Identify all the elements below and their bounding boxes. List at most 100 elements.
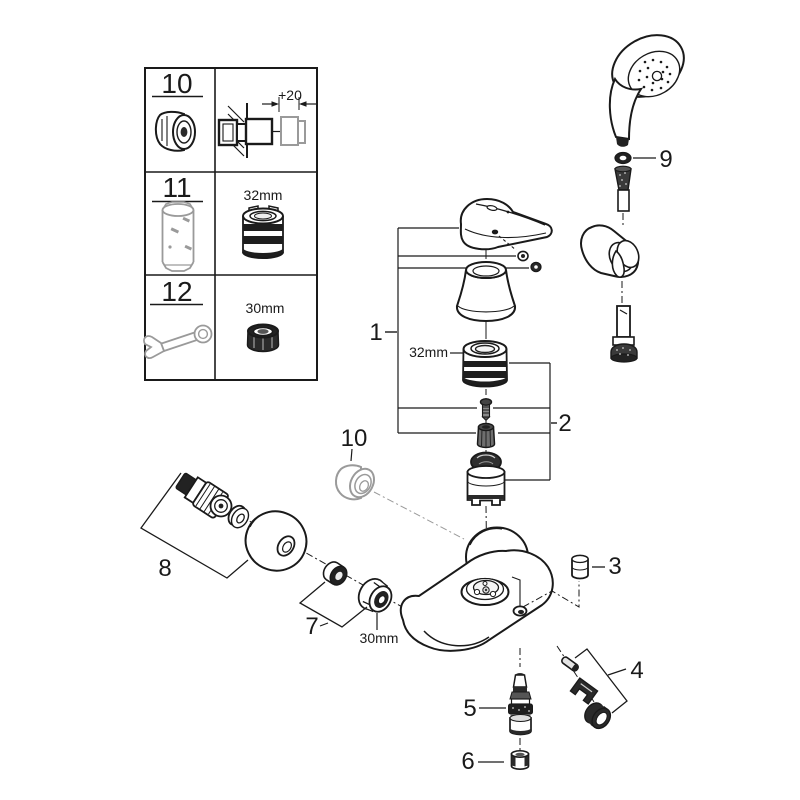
grub-screw-socket xyxy=(521,254,525,258)
cartridge-base-band xyxy=(468,495,504,499)
cap-ring-32mm xyxy=(462,340,508,388)
fitting-tube xyxy=(244,117,274,146)
diverter-base-band xyxy=(510,728,531,735)
diverter-port-bore xyxy=(518,609,524,615)
inlet-parts-chain: 30mm 8 7 xyxy=(140,472,453,646)
callout-10: 10 xyxy=(341,425,368,452)
screw-head xyxy=(479,398,493,406)
body-escutcheon-rim xyxy=(469,527,503,546)
adapter-bore xyxy=(358,480,370,492)
tool-slot xyxy=(170,227,180,234)
nut-bore xyxy=(377,595,386,605)
diverter-body-top xyxy=(509,713,532,723)
union-adapter-icon xyxy=(154,110,196,152)
hose-nut-bottom xyxy=(610,353,638,363)
set-screw-hole xyxy=(491,229,499,235)
spray-face-cap xyxy=(651,70,663,82)
wrench-icon xyxy=(143,324,213,359)
plug-mid-line xyxy=(571,566,589,571)
bracket-4 xyxy=(574,648,628,714)
fitting-collar xyxy=(236,123,247,142)
hand-shower-set: 9 xyxy=(580,34,685,363)
wrench-ring-hole xyxy=(197,328,209,340)
hose-seal-washer-hole xyxy=(619,155,627,161)
axis-line xyxy=(373,491,465,540)
s-union-bore xyxy=(218,503,224,509)
bracket-1 xyxy=(385,227,529,434)
callout-1: 1 xyxy=(369,319,382,346)
diverter-collar xyxy=(513,687,527,692)
handle-assembly: 32mm xyxy=(409,197,553,586)
socket-bottom-edge xyxy=(242,251,284,259)
diverter-cone xyxy=(509,691,532,700)
diverter-knurl xyxy=(508,703,533,715)
socket-bore xyxy=(254,212,272,220)
socket-band xyxy=(243,224,283,231)
holder-hook xyxy=(611,249,625,278)
nut-size-label: 30mm xyxy=(246,300,285,316)
bushing-part: 6 xyxy=(461,748,530,775)
socket-band xyxy=(243,236,283,244)
callout-7: 7 xyxy=(305,613,318,640)
bracket-2 xyxy=(493,362,557,481)
body-step-edge xyxy=(511,576,521,606)
bracket-8 xyxy=(140,472,249,579)
bushing-body xyxy=(510,753,530,771)
diverter-part: 5 xyxy=(463,648,533,750)
tool-hole xyxy=(168,245,172,249)
dome-top-inner xyxy=(472,265,500,277)
axis-line xyxy=(522,581,580,608)
adapter-bore xyxy=(180,127,188,137)
callout-9: 9 xyxy=(659,146,672,173)
union-nut-size-label: 30mm xyxy=(360,630,399,646)
legend-ref-12: 12 xyxy=(161,276,192,307)
callout-10-leader xyxy=(350,448,353,462)
bushing-shade-left xyxy=(511,756,516,767)
spray-nozzle-dots xyxy=(637,58,672,92)
socket-bottom-band xyxy=(243,248,283,258)
tool-bottom xyxy=(161,261,195,272)
nut-facet-lines xyxy=(362,579,389,613)
bracket-7 xyxy=(298,581,368,628)
washer xyxy=(227,504,250,529)
legend-row-12: 12 30mm xyxy=(143,276,285,359)
wall-escutcheon xyxy=(244,510,308,572)
screw-leader-line xyxy=(498,235,517,251)
diverter-knurl-dots xyxy=(512,706,530,712)
nut-bore xyxy=(482,425,490,429)
callout-8: 8 xyxy=(158,555,171,582)
s-union-threads xyxy=(195,483,224,515)
diverter-stem xyxy=(512,674,528,688)
hose-cone-connector xyxy=(614,165,632,191)
dome-bottom-rim xyxy=(457,305,515,313)
handle-dot xyxy=(506,210,510,214)
plug-part: 3 xyxy=(522,553,622,608)
cartridge-band xyxy=(467,480,505,487)
dim-arrow-left-head xyxy=(271,101,279,107)
legend-ref-10: 10 xyxy=(161,68,192,99)
callout-5: 5 xyxy=(463,695,476,722)
legend-ref-11: 11 xyxy=(162,172,191,203)
clip-set-part: 4 xyxy=(556,645,644,730)
bushing-shade-right xyxy=(524,756,529,767)
handle-edge xyxy=(475,203,546,226)
handle-cap-dome xyxy=(456,261,516,323)
cartridge xyxy=(466,451,506,506)
inlet-seal xyxy=(322,561,348,586)
callout-6: 6 xyxy=(461,748,474,775)
retaining-pin xyxy=(561,656,579,672)
escutcheon-rim xyxy=(249,510,282,528)
wrench-open-end xyxy=(143,335,166,359)
hose-connector-tube xyxy=(617,189,630,212)
shower-handle xyxy=(608,76,644,141)
legend-row-10: 10 +20 xyxy=(152,68,316,158)
extension-ghost xyxy=(280,116,299,146)
handle-slot xyxy=(486,205,498,211)
ring-bottom-edge xyxy=(462,379,508,388)
tool-slot xyxy=(184,244,193,251)
fitting-nut-inner xyxy=(222,123,234,142)
handle-underside xyxy=(464,228,547,239)
ring-size-label: 32mm xyxy=(409,344,448,360)
faucet-body xyxy=(399,526,554,652)
